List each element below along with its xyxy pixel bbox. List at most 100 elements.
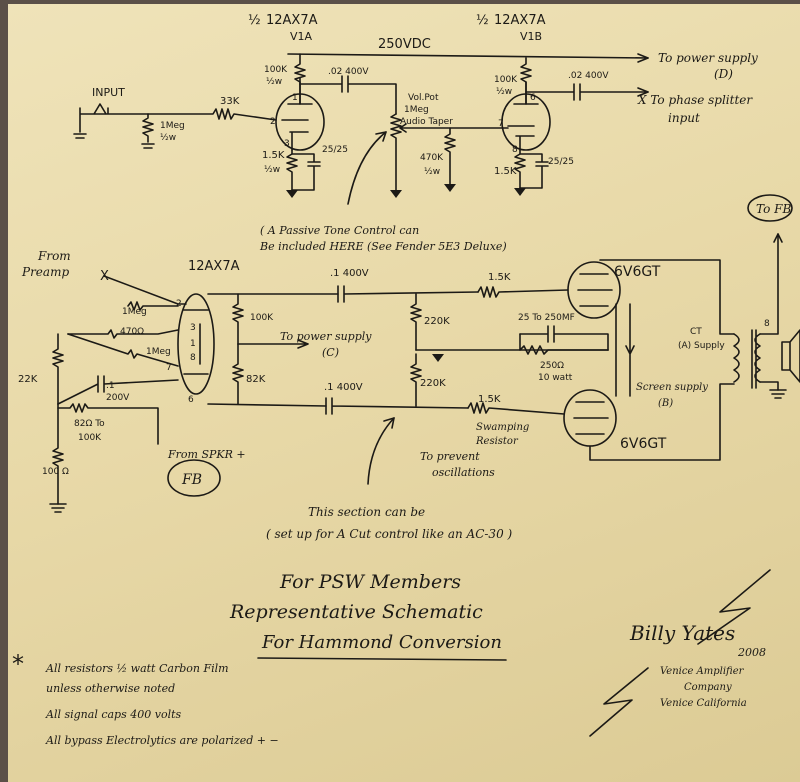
r-stop-bottom-label: 1.5K [478,394,501,405]
notes-asterisk: * [12,650,24,678]
company-line2: Company [684,682,732,693]
cap-bypass-power [519,325,609,351]
r-plate2-label: 100K [494,75,518,85]
bplus-arrow [637,53,649,63]
cap2-label: .02 400V [568,71,609,81]
note-3: All bypass Electrolytics are polarized +… [45,734,279,747]
bypass-cap-v1a [291,153,321,191]
v1a-type: 12AX7A [266,13,318,28]
cap-top [337,285,479,303]
r-grid-watt: ½w [160,133,176,143]
pin-label: 6 [530,93,536,103]
ground [432,354,444,362]
cap-coupling-2 [525,83,649,101]
to-supply-c-line1: To power supply [280,330,372,343]
resistor-470 [67,329,179,339]
note-1a: All resistors ½ watt Carbon Film [45,662,229,675]
resistor-1meg [142,113,154,143]
resistor-22k [52,333,64,405]
pi-input-line [103,275,187,305]
cap-top-label: .1 400V [330,268,369,279]
v1b-half: ½ [476,13,489,28]
r-cath1-watt: ½w [264,165,280,175]
r-1meg-b-label: 1Meg [146,347,171,357]
to-splitter-line1: X To phase splitter [637,93,753,107]
resistor-cathode-v1a [286,149,298,191]
ot-secondary-wires [759,233,779,391]
pi-cap-volt: 200V [106,393,130,403]
r-stop-top-label: 1.5K [488,272,511,283]
r-220k-a-label: 220K [424,316,450,327]
output-transformer [733,329,761,389]
from-spkr-label: From SPKR + [167,448,246,461]
resistor-33k [147,108,277,121]
ct-line2: (A) Supply [678,341,725,351]
to-power-supply-d: To power supply [658,51,758,65]
resistor-stopper-top [477,286,569,298]
title-underline [257,657,507,661]
r-470-watt: ½w [424,167,440,177]
pin-label: 2 [270,117,276,127]
cut-arrow [367,417,395,485]
to-fb-arrow [773,233,783,243]
tone-arrow-head [375,131,387,142]
cap-coupling-1 [299,75,397,115]
speaker-icon [781,329,800,383]
power-section [325,194,800,485]
ground [514,188,526,196]
to-fb-label: To FB [756,202,791,216]
volume-wiper [399,123,509,133]
resistor-470k [444,127,456,185]
r-fb-line2: 100K [78,433,102,443]
pin-label: 8 [190,353,196,363]
pin-label: 6 [188,395,194,405]
ct-line1: CT [690,327,702,337]
volpot-line2: 1Meg [404,105,429,115]
from-preamp-line2: Preamp [21,265,69,279]
prevent-line1: To prevent [420,450,480,463]
pi-plate-wires [207,293,339,407]
bypass-cap-v1b [519,153,549,189]
input-jack [79,103,149,133]
r-grid-label: 1Meg [160,121,185,131]
r-fb-line1: 82Ω To [74,419,105,429]
resistor-250 [519,333,609,355]
screen-line2: (B) [658,398,673,409]
pi-cap-label: .1 [106,381,115,391]
pi-x-mark: X [100,269,109,284]
r-plate2-watt: ½w [496,87,512,97]
company-line1: Venice Amplifier [660,666,745,677]
lightning-bolt-icon [589,667,649,737]
cap-pi-feedback [57,375,179,405]
input-ground [73,133,87,139]
cut-note-line2: ( set up for A Cut control like an AC-30… [266,527,513,541]
bypass1-label: 25/25 [322,145,348,155]
cut-arrow-head [383,417,395,429]
tube-pi [177,293,215,395]
resistor-feedback [57,403,159,445]
volume-pot [390,113,402,191]
r-250-label: 250Ω [540,361,564,371]
pi-tube-type: 12AX7A [188,259,240,274]
resistor-stopper-bottom [467,402,565,415]
supply-d-label: (D) [714,67,733,81]
r-470-label: 470Ω [120,327,144,337]
tube-power-bottom-elements [573,401,609,435]
ground [444,184,456,192]
swamp-line2: Resistor [475,436,519,447]
pin-label: 2 [176,299,182,309]
supply-voltage: 250VDC [378,37,431,52]
signature-name: Billy Yates [629,621,735,645]
bypass2-label: 25/25 [548,157,574,167]
signature-year: 2008 [737,646,766,659]
lightning-bolt-icon [697,569,771,645]
to-fb-circle [747,194,793,222]
phase-inverter-section [49,275,339,513]
resistor-plate-v1a [294,53,306,105]
fb-circle [167,459,221,497]
v1a-label: V1A [290,30,313,43]
preamp-section [73,53,649,205]
tap-8-label: 8 [764,319,770,329]
cut-note-line1: This section can be [308,505,425,519]
r-100-label: 100 Ω [42,467,69,477]
